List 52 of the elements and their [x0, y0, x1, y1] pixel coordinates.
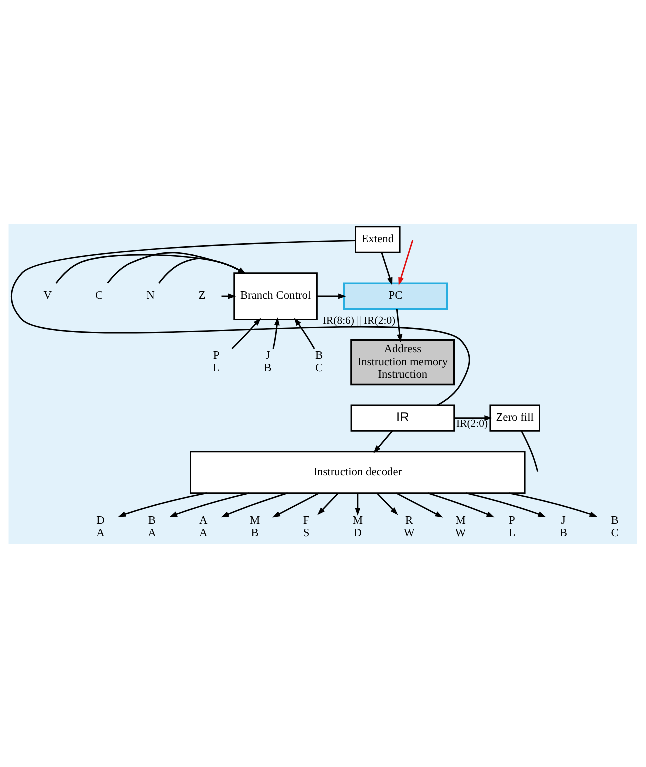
arrow: [232, 318, 262, 349]
arrow: [272, 492, 320, 518]
arrow: [318, 492, 339, 515]
node-text: A A: [200, 514, 208, 540]
node-text: R W: [404, 514, 415, 540]
arrow: [272, 317, 280, 349]
node-box: IR: [350, 404, 456, 432]
arrow: [221, 492, 288, 518]
arrow: [376, 492, 398, 515]
node-text: B C: [611, 514, 619, 540]
arrow: [428, 492, 495, 518]
node-text: M B: [250, 514, 260, 540]
arrow: [118, 492, 208, 517]
arrow: [317, 293, 346, 299]
node-text: J B: [264, 349, 272, 374]
node-box: PC: [343, 282, 448, 310]
arrow: [294, 318, 316, 349]
node-text: P L: [508, 514, 516, 540]
node-text: J B: [560, 514, 568, 540]
node-text: Z: [198, 290, 206, 302]
arrow: [454, 415, 493, 421]
node-text: M D: [352, 514, 364, 540]
node-text: C: [96, 290, 104, 302]
arrow: [107, 252, 246, 284]
node-text: V: [44, 290, 52, 302]
arrow: [170, 492, 250, 517]
node-text: B C: [316, 349, 324, 374]
node-text: P L: [213, 349, 220, 374]
arrow: [158, 257, 246, 284]
arrow: [56, 254, 246, 284]
arrow: [374, 430, 394, 453]
node-box: Zero fill: [490, 404, 540, 432]
node-box: Instruction decoder: [190, 450, 526, 494]
edge-label: IR(8:6) || IR(2:0): [322, 314, 396, 327]
connector: [11, 240, 470, 406]
node-text: N: [146, 290, 155, 302]
arrow: [398, 240, 414, 286]
arrow: [508, 492, 598, 517]
node-text: F S: [303, 514, 310, 540]
node-text: B A: [148, 514, 156, 540]
arrow: [355, 493, 361, 516]
node-box: Address Instruction memory Instruction: [350, 339, 456, 386]
arrow: [466, 492, 546, 517]
node-text: M W: [455, 514, 466, 540]
arrow: [381, 252, 393, 286]
arrow: [396, 308, 403, 342]
node-text: D A: [96, 514, 105, 540]
arrow: [396, 492, 444, 518]
node-box: Branch Control: [234, 272, 318, 320]
node-box: Extend: [355, 226, 401, 253]
edge-label: IR(2:0): [456, 417, 488, 430]
connector: [521, 430, 539, 472]
